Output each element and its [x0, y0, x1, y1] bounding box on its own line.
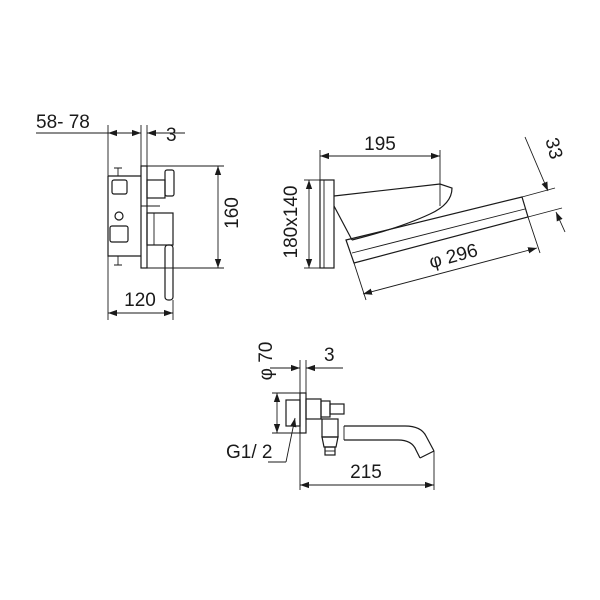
spout-view: φ 70 3 G1/ 2 215	[226, 342, 435, 490]
mixer-wall-plate	[140, 165, 148, 269]
mixer-depth-label: 58- 78	[36, 112, 90, 133]
spout-block-end	[329, 403, 345, 415]
mixer-body	[107, 175, 141, 257]
diverter-knob	[146, 179, 166, 199]
spout-thread-label: G1/ 2	[226, 442, 272, 463]
thickness-leader	[524, 136, 549, 192]
mixer-stem-bottom	[114, 256, 122, 266]
ext-line	[521, 187, 556, 198]
mixer-height-label: 160	[222, 197, 243, 229]
shower-arm	[333, 183, 453, 241]
spout-connector-nut	[321, 436, 339, 448]
spout-connector	[321, 418, 339, 438]
mixer-offset-label: 3	[166, 125, 177, 146]
spout-tube-inner	[344, 439, 421, 459]
spout-wall-plate	[299, 392, 307, 434]
shower-diameter-label: φ 296	[427, 240, 480, 273]
spout-block-collar	[320, 400, 331, 418]
shower-view: 195 33 180x140 φ 296	[281, 134, 566, 301]
mixer-handle-lever	[164, 244, 174, 301]
shower-projection-label: 195	[364, 134, 396, 155]
mixer-screw	[114, 211, 124, 221]
shower-head-face	[351, 208, 526, 254]
mixer-fitting-bottom	[109, 225, 129, 243]
shower-plate-label: 180x140	[281, 186, 302, 259]
mixer-stem-top	[114, 167, 122, 176]
mixer-handle-body	[146, 212, 174, 246]
spout-flange	[285, 399, 301, 427]
spout-length-label: 215	[350, 462, 382, 483]
mixer-view: 58- 78 3 160 120	[36, 112, 243, 320]
diameter-dimension	[362, 247, 538, 295]
ext-line	[527, 207, 563, 218]
shower-wall-plate	[319, 179, 335, 269]
shower-thickness-label: 33	[540, 136, 566, 162]
thickness-leader	[555, 211, 566, 233]
ext-line	[353, 262, 367, 301]
shower-arm-underside	[333, 205, 353, 241]
spout-outlet	[419, 450, 435, 459]
spout-offset-label: 3	[324, 345, 335, 366]
spout-tube-outer	[344, 425, 435, 452]
mixer-width-label: 120	[124, 290, 156, 311]
thread-leader	[285, 417, 297, 463]
spout-block	[305, 398, 322, 420]
mixer-fitting-top	[111, 179, 128, 195]
diverter-lever	[164, 169, 175, 197]
ext-line	[527, 216, 541, 254]
spout-flange-label: φ 70	[256, 342, 277, 381]
